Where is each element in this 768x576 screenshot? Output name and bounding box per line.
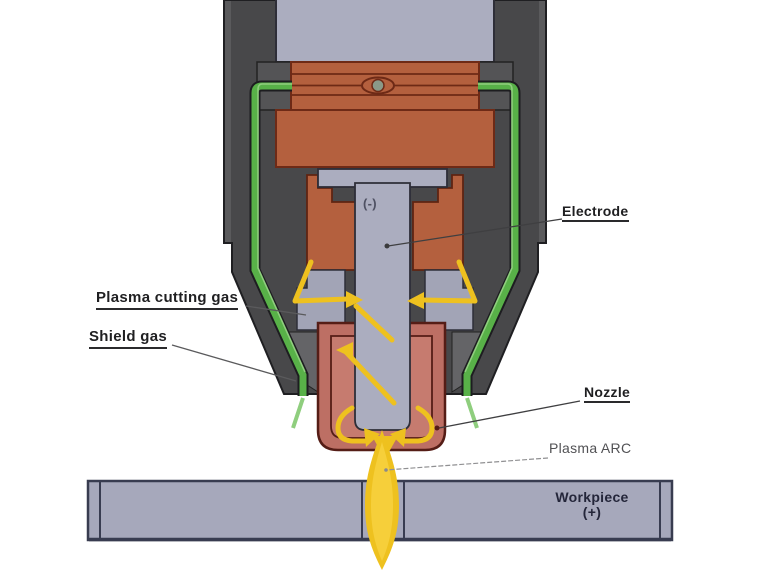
shield-gas-line-right bbox=[461, 80, 521, 429]
label-nozzle: Nozzle bbox=[584, 384, 631, 404]
body-highlight-right bbox=[539, 1, 545, 242]
shield-gas-exit-left bbox=[291, 397, 305, 429]
leader-lines bbox=[171, 218, 581, 472]
plasma-arc-flame bbox=[365, 430, 399, 570]
label-shield-gas: Shield gas bbox=[89, 328, 168, 349]
plasma-gas-flow-arrows bbox=[292, 259, 478, 444]
label-electrode: Electrode bbox=[562, 203, 629, 223]
leader-plasma-arc bbox=[385, 457, 549, 471]
label-workpiece: Workpiece (+) bbox=[540, 490, 644, 520]
leader-nozzle bbox=[438, 400, 581, 429]
workpiece-name: Workpiece bbox=[555, 489, 629, 505]
workpiece-polarity: (+) bbox=[582, 504, 602, 520]
leader-plasma-cutting-gas bbox=[245, 305, 307, 316]
leader-shield-gas bbox=[171, 344, 297, 382]
label-plasma-cutting-gas: Plasma cutting gas bbox=[96, 289, 239, 310]
torch-top-column bbox=[275, 0, 495, 63]
copper-main-block bbox=[275, 109, 495, 168]
label-electrode-polarity: (-) bbox=[363, 196, 377, 211]
shield-gas-exit-right bbox=[465, 397, 479, 429]
label-plasma-arc: Plasma ARC bbox=[549, 440, 632, 456]
copper-top-block bbox=[290, 61, 480, 111]
body-highlight-left bbox=[225, 1, 231, 242]
shield-gas-line-left bbox=[249, 80, 309, 429]
leader-electrode bbox=[387, 218, 563, 247]
